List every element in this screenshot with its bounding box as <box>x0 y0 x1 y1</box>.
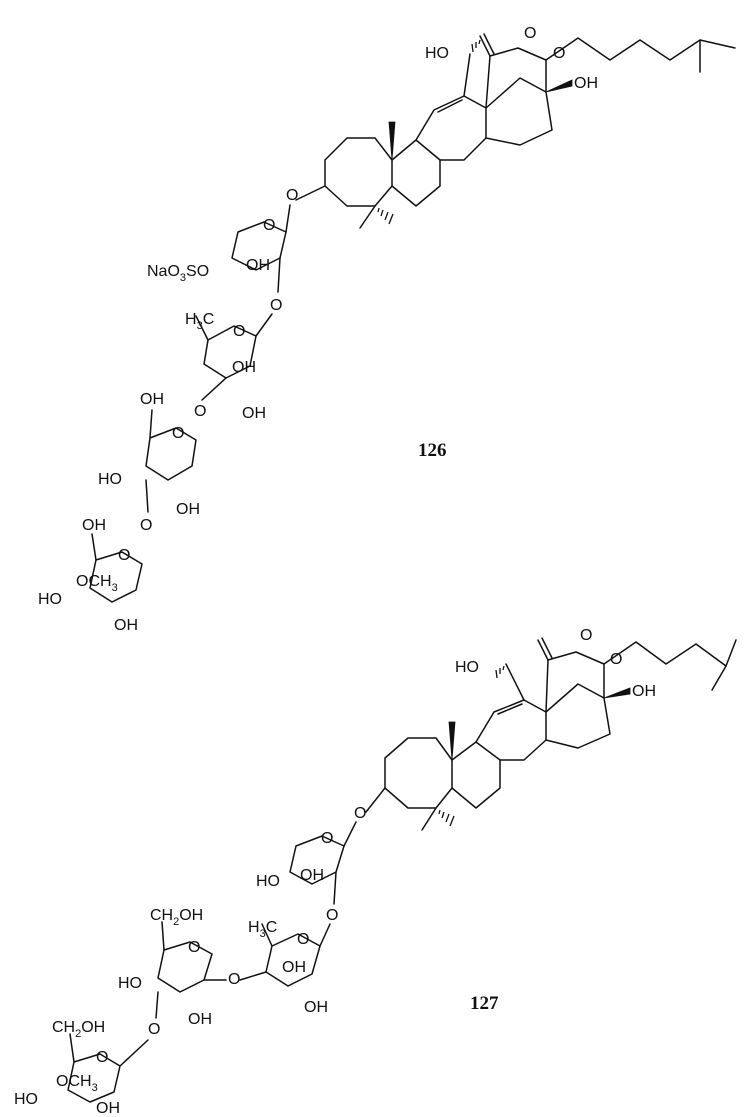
aglycone-126 <box>324 33 736 229</box>
ring-a-126 <box>324 137 393 207</box>
glycosidic-o3-label: O <box>194 403 206 420</box>
methylglucose-och3-label: OCH3 <box>76 573 118 594</box>
glucose-ho-label: HO <box>118 975 142 992</box>
methylglucose-ring-o-label: O <box>96 1049 108 1066</box>
glycosidic-o4-label: O <box>140 517 152 534</box>
oh-c17-label: OH <box>574 75 598 92</box>
glucose-oh-label: OH <box>176 501 200 518</box>
ring-d-127 <box>545 683 611 749</box>
xylose-oh-label: OH <box>246 257 270 274</box>
quinovose-h3c-label: H3C <box>248 919 277 940</box>
glucose-ring-o-label: O <box>172 425 184 442</box>
double-bond-127 <box>497 703 523 715</box>
methylglucose-och3-label: OCH3 <box>56 1073 98 1094</box>
methyl-wedge-127 <box>448 721 456 761</box>
glucose-ring-o-label: O <box>188 939 200 956</box>
methylglucose-ho-label: HO <box>38 591 62 608</box>
ho-c12-label: HO <box>455 659 479 676</box>
compound-126: O O HO OH O O NaO3SO OH O H3C O OH OH O … <box>38 25 736 634</box>
xylose-oh-label: OH <box>300 867 324 884</box>
quinovose-h3c-label: H3C <box>185 311 214 332</box>
carbonyl-o-label: O <box>580 627 592 644</box>
oh-c17-label: OH <box>632 683 656 700</box>
carbonyl-o-label: O <box>524 25 536 42</box>
quinovose-oh2-label: OH <box>242 405 266 422</box>
methylglucose-oh-top-label: OH <box>82 517 106 534</box>
glycosidic-o3-label: O <box>228 971 240 988</box>
glucose-oh-top-label: OH <box>140 391 164 408</box>
ring-a-127 <box>384 737 453 809</box>
glucose-ch2oh-label: CH2OH <box>150 907 203 928</box>
c12-hash-127 <box>495 665 505 679</box>
quinovose-oh2-label: OH <box>304 999 328 1016</box>
methylglucose-126 <box>89 533 143 603</box>
compound-number-126: 126 <box>418 440 447 461</box>
ring-o-label: O <box>553 45 565 62</box>
methylglucose-ring-o-label: O <box>118 547 130 564</box>
aglycone-127 <box>384 637 737 831</box>
glucose-ho-label: HO <box>98 471 122 488</box>
gem-dimethyl-hash-126 <box>377 207 394 225</box>
glucose-127 <box>157 921 213 993</box>
carbonyl-126 <box>479 35 491 57</box>
quinovose-ring-o-label: O <box>297 931 309 948</box>
methylglucose-oh-label: OH <box>96 1100 120 1117</box>
c17-wedge-126 <box>545 79 573 93</box>
gem-dimethyl-hash-127 <box>438 809 455 827</box>
c17-wedge-127 <box>603 687 631 699</box>
side-chain-126 <box>545 37 736 61</box>
methylglucose-ch2oh-label: CH2OH <box>52 1019 105 1040</box>
glucose-126 <box>145 409 197 481</box>
methyl-wedge-126 <box>388 121 396 161</box>
glycosidic-o4-label: O <box>148 1021 160 1038</box>
glycosidic-o2-label: O <box>326 907 338 924</box>
xylose-ring-o-label: O <box>321 830 333 847</box>
methylglucose-127 <box>67 1033 149 1103</box>
sulfate-label: NaO3SO <box>147 263 209 284</box>
ring-b-126 <box>391 139 441 207</box>
methylglucose-ho-label: HO <box>14 1091 38 1108</box>
glycosidic-o1-label: O <box>286 187 298 204</box>
c12-hash-126 <box>471 39 481 53</box>
xylose-ring-o-label: O <box>263 217 275 234</box>
glycosidic-o1-label: O <box>354 805 366 822</box>
double-bond-126 <box>437 99 463 113</box>
xylose-ho-label: HO <box>256 873 280 890</box>
glycosidic-o2-label: O <box>270 297 282 314</box>
quinovose-ring-o-label: O <box>233 323 245 340</box>
ring-b-127 <box>451 741 501 809</box>
compound-number-127: 127 <box>470 993 499 1014</box>
methylglucose-oh-label: OH <box>114 617 138 634</box>
ho-c12-label: HO <box>425 45 449 62</box>
ring-d-126 <box>485 77 553 146</box>
ring-o-label: O <box>610 651 622 668</box>
lactone-127 <box>545 651 605 713</box>
quinovose-126 <box>195 315 257 379</box>
compound-127: O O HO OH O O HO OH O H3C O OH OH O CH2O… <box>14 627 737 1117</box>
quinovose-oh1-label: OH <box>232 359 256 376</box>
lactone-126 <box>485 47 547 109</box>
side-chain-127 <box>603 639 737 667</box>
quinovose-oh1-label: OH <box>282 959 306 976</box>
glucose-oh-label: OH <box>188 1011 212 1028</box>
